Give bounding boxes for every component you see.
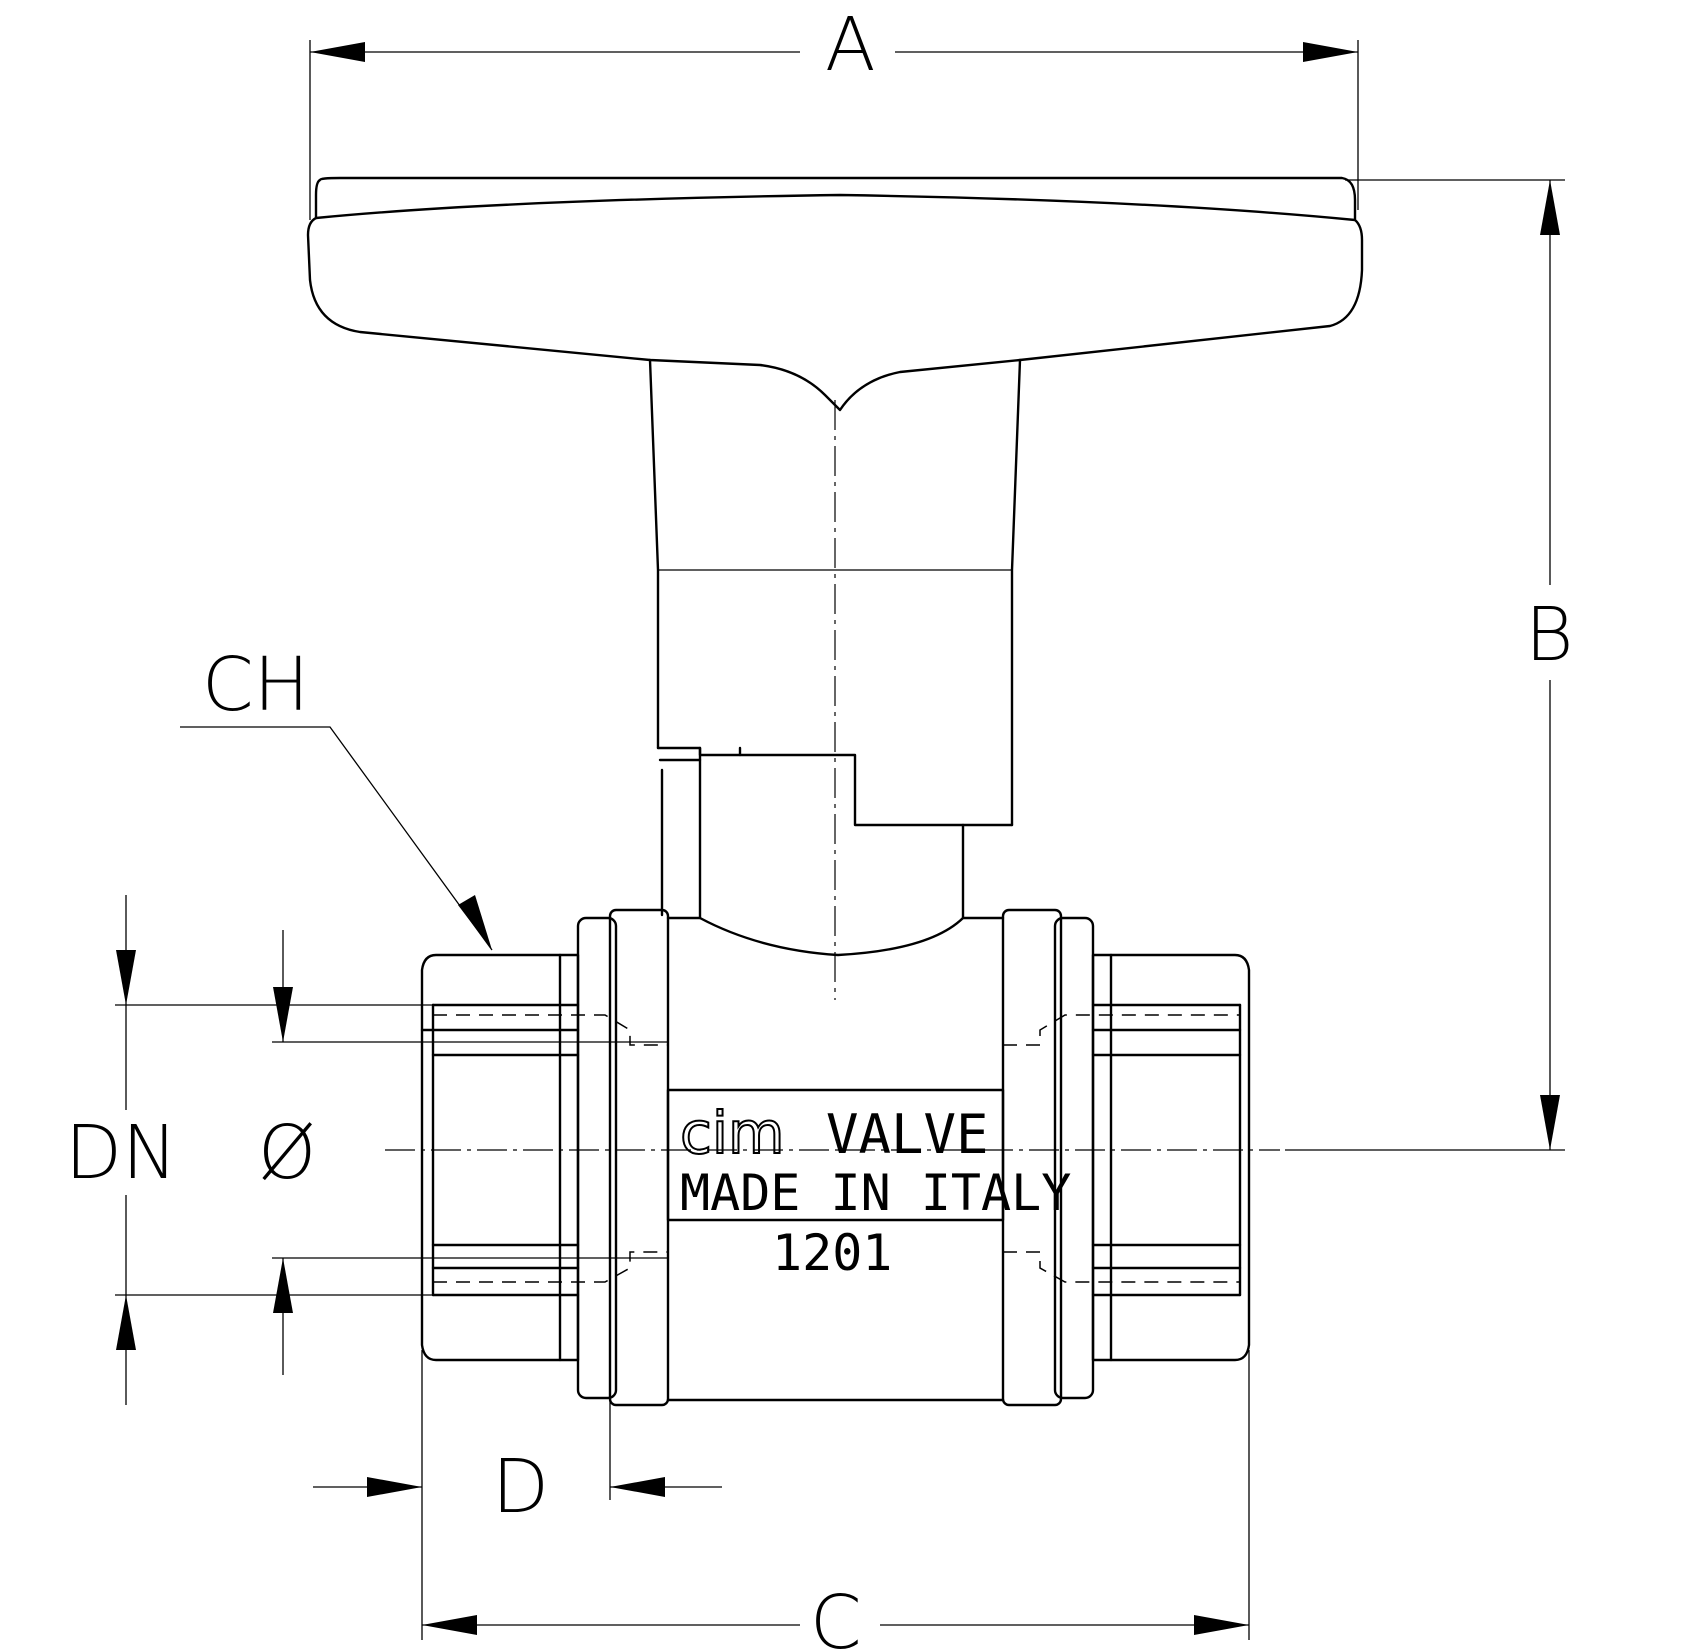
- dimension-a: A: [309, 2, 1359, 220]
- valve-body: [385, 400, 1280, 1407]
- made-in-italy-text: MADE IN ITALY: [680, 1164, 1071, 1222]
- dim-a-arrow-left: [310, 42, 365, 62]
- dim-b-arrow-top: [1540, 180, 1560, 235]
- dim-b-label: B: [1525, 592, 1573, 678]
- dim-b-arrow-bottom: [1540, 1095, 1560, 1150]
- dim-dn-label: DN: [65, 1110, 177, 1196]
- dimension-ch: CH: [180, 642, 493, 951]
- dim-dn-arrow-top: [116, 950, 136, 1005]
- dim-c-arrow-right: [1194, 1615, 1249, 1635]
- model-code-text: 1201: [772, 1224, 892, 1282]
- dim-ch-label: CH: [202, 642, 309, 728]
- dim-d-arrow-left: [367, 1477, 422, 1497]
- dim-dn-arrow-bottom: [116, 1295, 136, 1350]
- dim-diameter-arrow-top: [273, 987, 293, 1042]
- dimension-d: D: [313, 1400, 722, 1530]
- dim-c-label: C: [810, 1580, 862, 1651]
- brand-logo: cim: [680, 1099, 785, 1167]
- dimension-c: C: [421, 1350, 1250, 1651]
- dim-d-arrow-right: [610, 1477, 665, 1497]
- t-handle: [306, 176, 1364, 920]
- dim-c-arrow-left: [422, 1615, 477, 1635]
- dim-a-label: A: [825, 2, 876, 88]
- dim-diameter-label: Ø: [258, 1110, 316, 1196]
- dimension-b: B: [1285, 179, 1573, 1151]
- dimension-diameter: Ø: [258, 930, 668, 1375]
- body-marking: cim VALVE MADE IN ITALY 1201: [679, 1098, 1071, 1282]
- dim-a-arrow-right: [1303, 42, 1358, 62]
- dimension-dn: DN: [65, 895, 433, 1405]
- dim-ch-arrow: [458, 895, 492, 950]
- dim-d-label: D: [492, 1444, 549, 1530]
- dim-diameter-arrow-bottom: [273, 1258, 293, 1313]
- brand-valve-text: VALVE: [826, 1103, 989, 1166]
